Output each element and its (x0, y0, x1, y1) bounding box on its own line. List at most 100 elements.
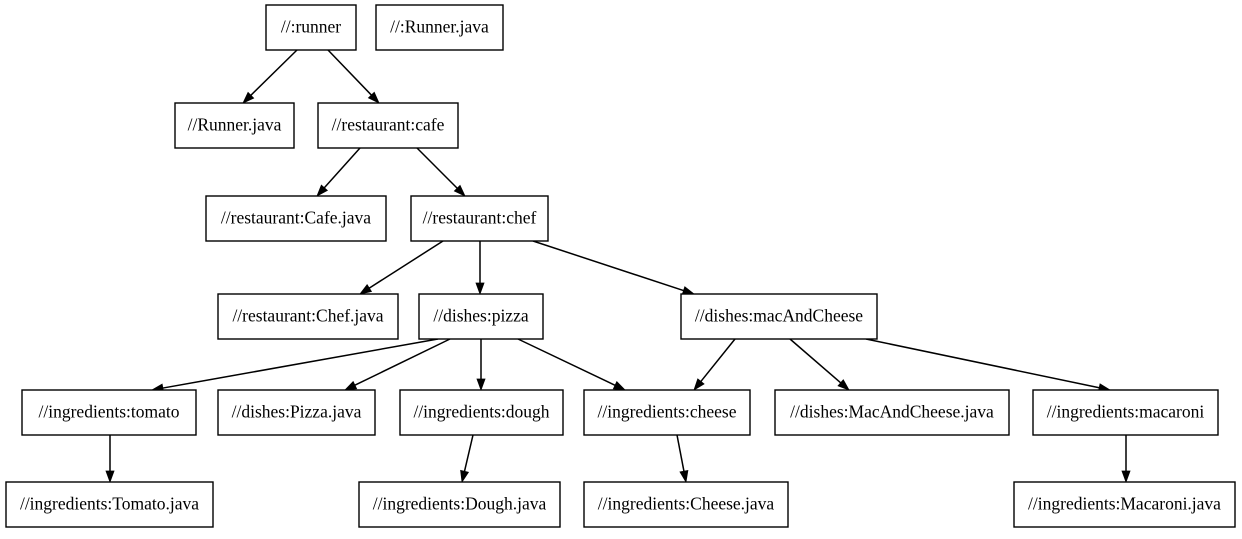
graph-edge (105, 435, 115, 484)
graph-edge (416, 147, 466, 197)
node-box[interactable] (265, 4, 357, 51)
graph-node-restaurant_chef[interactable]: //restaurant:chef (410, 195, 549, 242)
node-box[interactable] (174, 102, 295, 149)
edge-line (416, 147, 458, 189)
graph-node-restaurant_cafe[interactable]: //restaurant:cafe (317, 102, 459, 149)
edge-line (162, 338, 439, 389)
node-label: //dishes:MacAndCheese.java (790, 402, 994, 422)
node-label: //ingredients:tomato (39, 402, 180, 422)
node-label: //ingredients:Tomato.java (20, 494, 199, 514)
graph-edge (242, 49, 298, 104)
edge-arrowhead-icon (693, 378, 705, 391)
edge-arrowhead-icon (453, 184, 466, 197)
node-box[interactable] (5, 481, 214, 528)
node-label: //dishes:Pizza.java (232, 402, 362, 422)
graph-edge (693, 338, 736, 391)
node-box[interactable] (317, 102, 459, 149)
node-box[interactable] (1013, 481, 1236, 528)
node-label: //dishes:pizza (433, 306, 528, 326)
graph-edge (789, 338, 850, 391)
edge-arrowhead-icon (681, 286, 696, 295)
graph-edge (460, 434, 474, 484)
node-box[interactable] (583, 389, 751, 436)
graph-node-ing_dough_java[interactable]: //ingredients:Dough.java (358, 481, 561, 528)
graph-node-ing_cheese_java[interactable]: //ingredients:Cheese.java (583, 481, 789, 528)
graph-node-root_runner_java[interactable]: //:Runner.java (375, 4, 504, 51)
graph-edge (476, 339, 486, 392)
node-label: //:runner (281, 17, 341, 37)
edge-arrowhead-icon (367, 91, 380, 104)
edge-arrowhead-icon (679, 469, 689, 484)
graph-node-ing_dough[interactable]: //ingredients:dough (399, 389, 564, 436)
edge-arrowhead-icon (343, 380, 358, 391)
graph-node-runner[interactable]: //:runner (265, 4, 357, 51)
node-box[interactable] (205, 195, 387, 242)
graph-node-dishes_mac_java[interactable]: //dishes:MacAndCheese.java (774, 389, 1010, 436)
graph-edge (327, 49, 380, 104)
edge-line (354, 338, 451, 386)
graph-edge (517, 338, 627, 391)
graph-edge (475, 241, 485, 296)
node-label: //restaurant:chef (423, 208, 537, 228)
graph-node-restaurant_chef_java[interactable]: //restaurant:Chef.java (217, 293, 399, 340)
graph-edge (532, 240, 696, 295)
node-label: //ingredients:dough (413, 402, 549, 422)
node-box[interactable] (410, 195, 549, 242)
edge-arrowhead-icon (837, 379, 850, 391)
graph-node-ing_macaroni_java[interactable]: //ingredients:Macaroni.java (1013, 481, 1236, 528)
node-label: //ingredients:macaroni (1047, 402, 1205, 422)
edge-line (250, 49, 298, 96)
graph-node-ing_cheese[interactable]: //ingredients:cheese (583, 389, 751, 436)
edge-line (532, 240, 684, 292)
node-box[interactable] (583, 481, 789, 528)
edges-layer (105, 49, 1131, 484)
node-box[interactable] (358, 481, 561, 528)
graph-edge (316, 147, 361, 197)
node-label: //restaurant:Chef.java (232, 306, 383, 326)
edge-arrowhead-icon (105, 470, 115, 484)
node-box[interactable] (399, 389, 564, 436)
edge-arrowhead-icon (460, 469, 470, 484)
edge-line (676, 434, 685, 472)
node-label: //ingredients:cheese (598, 402, 737, 422)
graph-node-dishes_pizza_java[interactable]: //dishes:Pizza.java (217, 389, 376, 436)
node-label: //dishes:macAndCheese (695, 306, 863, 326)
edge-line (865, 338, 1100, 389)
edge-line (700, 338, 736, 382)
node-label: //restaurant:Cafe.java (221, 208, 371, 228)
node-label: //ingredients:Dough.java (373, 494, 547, 514)
graph-node-ing_tomato[interactable]: //ingredients:tomato (21, 389, 197, 436)
node-box[interactable] (21, 389, 197, 436)
nodes-layer: //:runner //:Runner.java //Runner.java //re… (5, 4, 1236, 528)
node-box[interactable] (680, 293, 878, 340)
node-box[interactable] (217, 293, 399, 340)
node-label: //ingredients:Macaroni.java (1028, 494, 1221, 514)
node-box[interactable] (774, 389, 1010, 436)
node-box[interactable] (1032, 389, 1219, 436)
node-label: //:Runner.java (390, 17, 489, 37)
edge-arrowhead-icon (359, 284, 373, 295)
graph-node-dishes_macandcheese[interactable]: //dishes:macAndCheese (680, 293, 878, 340)
edge-arrowhead-icon (612, 380, 627, 391)
graph-node-ing_macaroni[interactable]: //ingredients:macaroni (1032, 389, 1219, 436)
node-label: //ingredients:Cheese.java (598, 494, 775, 514)
node-label: //Runner.java (188, 115, 282, 135)
node-box[interactable] (375, 4, 504, 51)
edge-arrowhead-icon (316, 184, 329, 197)
edge-arrowhead-icon (1121, 470, 1131, 484)
node-box[interactable] (217, 389, 376, 436)
graph-edge (865, 338, 1112, 393)
graph-node-restaurant_cafe_java[interactable]: //restaurant:Cafe.java (205, 195, 387, 242)
graph-edge (359, 240, 444, 295)
graph-node-dishes_pizza[interactable]: //dishes:pizza (418, 293, 544, 340)
graph-edge (676, 434, 689, 484)
node-box[interactable] (418, 293, 544, 340)
edge-arrowhead-icon (476, 378, 486, 392)
graph-node-ing_tomato_java[interactable]: //ingredients:Tomato.java (5, 481, 214, 528)
node-label: //restaurant:cafe (332, 115, 445, 135)
graph-node-runner_java[interactable]: //Runner.java (174, 102, 295, 149)
graph-edge (1121, 435, 1131, 484)
edge-line (368, 240, 444, 289)
